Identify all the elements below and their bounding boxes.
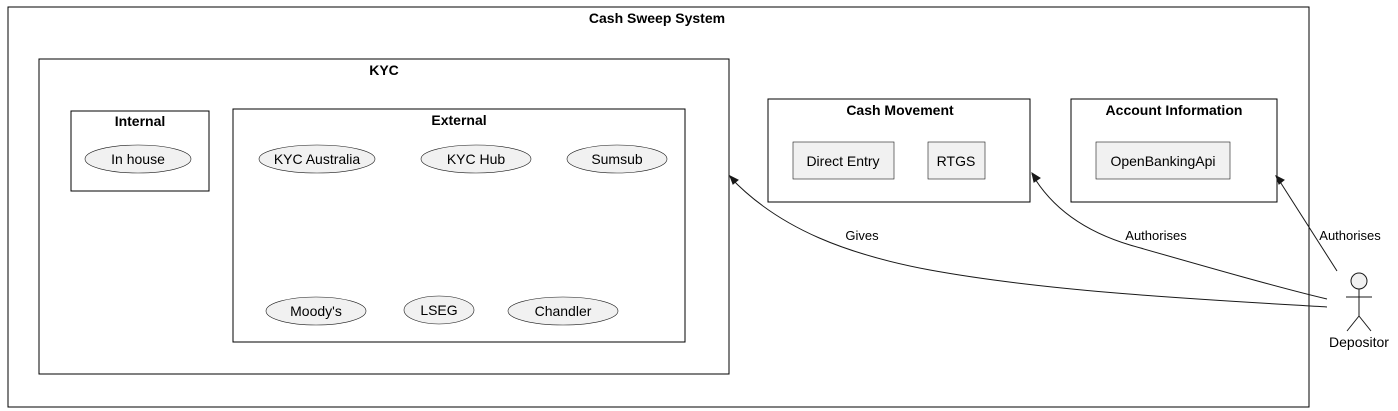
account-information-frame: Account Information OpenBankingApi (1070, 98, 1278, 203)
external-title: External (431, 112, 486, 128)
edge-gives-label: Gives (845, 228, 879, 243)
usecase-in-house-label: In house (111, 151, 165, 167)
arrowhead (1275, 174, 1285, 185)
component-openbankingapi-label: OpenBankingApi (1110, 153, 1215, 169)
usecase-chandler-label: Chandler (535, 303, 592, 319)
account-information-title: Account Information (1106, 102, 1243, 118)
actor-depositor: Depositor (1329, 272, 1389, 350)
actor-left-leg (1346, 315, 1360, 332)
arrowhead (1031, 171, 1041, 183)
usecase-moodys (265, 296, 367, 326)
edge-authorises-cash-movement: Authorises (1031, 171, 1328, 300)
cash-movement-frame: Cash Movement Direct Entry RTGS (767, 98, 1031, 203)
arrowhead (729, 174, 739, 185)
usecase-kyc-australia (258, 144, 376, 174)
actor-head (1350, 272, 1368, 290)
edge-authorises-cash-movement-label: Authorises (1125, 228, 1187, 243)
system-title: Cash Sweep System (589, 10, 725, 26)
usecase-kyc-hub-label: KYC Hub (447, 151, 506, 167)
usecase-kyc-australia-label: KYC Australia (274, 151, 361, 167)
usecase-in-house (84, 144, 192, 174)
usecase-moodys-label: Moody's (290, 303, 342, 319)
usecase-sumsub-label: Sumsub (591, 151, 643, 167)
component-openbankingapi (1095, 141, 1231, 180)
internal-frame: Internal In house (70, 110, 210, 192)
edge-authorises-account-information-label: Authorises (1319, 228, 1381, 243)
component-rtgs-label: RTGS (937, 153, 976, 169)
usecase-kyc-hub (420, 144, 532, 174)
component-rtgs (927, 141, 986, 180)
usecase-sumsub (566, 144, 668, 174)
cash-movement-title: Cash Movement (846, 102, 954, 118)
usecase-lseg (403, 295, 475, 325)
component-direct-entry-label: Direct Entry (806, 153, 879, 169)
kyc-title: KYC (369, 62, 399, 78)
component-direct-entry (792, 141, 895, 180)
actor-label: Depositor (1329, 334, 1389, 350)
usecase-lseg-label: LSEG (420, 302, 457, 318)
edge-gives: Gives (729, 174, 1328, 308)
internal-title: Internal (115, 113, 166, 129)
edge-authorises-account-information: Authorises (1275, 174, 1381, 272)
usecase-chandler (507, 296, 619, 326)
actor-right-leg (1358, 315, 1372, 332)
external-frame: External KYC Australia KYC Hub Sumsub Mo… (232, 108, 686, 343)
